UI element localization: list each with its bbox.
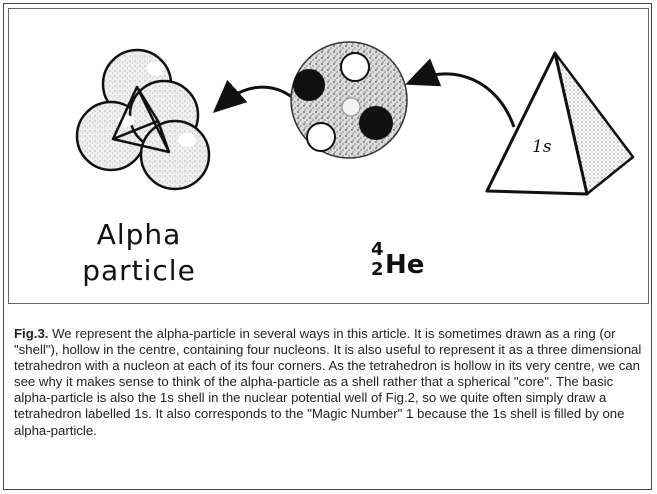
- nucleon-black-right: [359, 106, 393, 140]
- alpha-particle-label: Alpha particle: [69, 217, 209, 289]
- inner-tetrahedron: [111, 85, 171, 154]
- alpha-label-line1: Alpha: [96, 218, 182, 251]
- tetrahedron-label: 1s: [532, 137, 552, 157]
- alpha-cluster-drawing: [75, 48, 211, 191]
- nucleon-ring-drawing: [290, 41, 408, 159]
- caption-text: We represent the alpha-particle in sever…: [14, 326, 642, 438]
- figure-frame: 1s Alpha particle 4 2 He Fig.3. We repre…: [3, 3, 652, 490]
- arrow-to-cluster: [212, 79, 301, 114]
- caption-label: Fig.3.: [14, 326, 49, 341]
- alpha-label-line2: particle: [82, 254, 196, 287]
- alpha-particle-illustration: 1s: [75, 41, 635, 196]
- tetrahedron-1s-drawing: 1s: [485, 51, 635, 196]
- figure-caption: Fig.3. We represent the alpha-particle i…: [14, 326, 651, 439]
- tetrahedron-front-face: [485, 51, 589, 196]
- mass-number: 4: [371, 239, 384, 260]
- illustration-panel: 1s Alpha particle 4 2 He: [8, 8, 649, 304]
- arrow-to-ring: [405, 58, 516, 128]
- nucleon-black-left: [293, 69, 325, 101]
- nucleon-sphere-front: [139, 119, 211, 191]
- nucleon-white-bottom: [306, 122, 336, 152]
- element-symbol: He: [385, 250, 425, 280]
- nucleon-white-top: [340, 52, 370, 82]
- hollow-centre: [341, 97, 361, 117]
- atomic-number: 2: [371, 259, 384, 280]
